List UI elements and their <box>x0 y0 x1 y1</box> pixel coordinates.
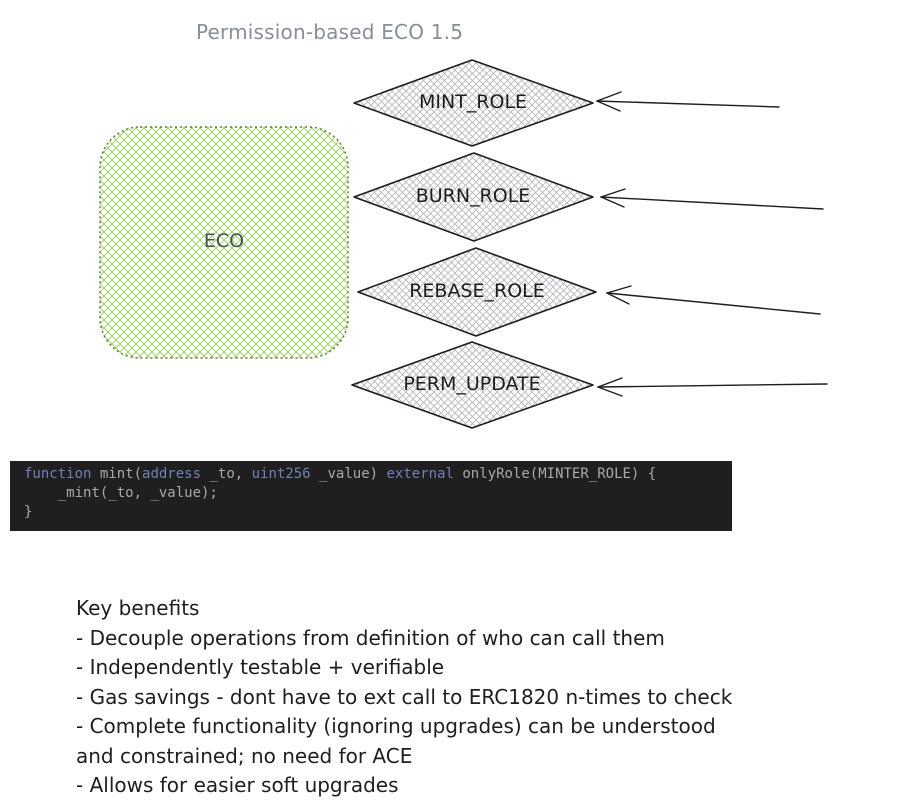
notes-line: - Decouple operations from definition of… <box>76 625 665 650</box>
notes-line: - Independently testable + verifiable <box>76 655 445 679</box>
perm-update-label: PERM_UPDATE <box>403 373 541 395</box>
arrow-to-burn-role[interactable] <box>600 188 824 210</box>
eco-box[interactable] <box>99 126 349 359</box>
code-line-3: } <box>24 504 33 520</box>
code-keyword-function: function <box>24 466 92 482</box>
code-text-value: _value) <box>310 466 387 482</box>
code-type-uint256: uint256 <box>251 466 311 482</box>
mint-role-label: MINT_ROLE <box>418 91 528 113</box>
rebase-role-label: REBASE_ROLE <box>409 280 545 302</box>
rebase-role-diamond[interactable] <box>357 247 597 337</box>
code-keyword-external: external <box>386 466 454 482</box>
code-text-mint: mint( <box>91 466 143 482</box>
notes-line: and constrained; no need for ACE <box>76 743 413 768</box>
notes-line: - Gas savings - dont have to ext call to… <box>76 684 733 709</box>
code-type-address: address <box>142 466 202 482</box>
key-benefits-notes: Key benefits - Decouple operations from … <box>76 594 732 801</box>
code-line-1: function mint(address _to, uint256 _valu… <box>24 465 718 484</box>
diagram-title: Permission-based ECO 1.5 <box>196 20 464 44</box>
notes-line: - Allows for easier soft upgrades <box>76 773 399 797</box>
notes-heading: Key benefits <box>76 596 200 620</box>
code-snippet[interactable]: function mint(address _to, uint256 _valu… <box>10 461 732 531</box>
arrow-to-rebase-role[interactable] <box>606 285 821 315</box>
eco-label: ECO <box>203 230 245 252</box>
mint-role-diamond[interactable] <box>353 59 594 147</box>
perm-update-diamond[interactable] <box>351 341 594 429</box>
burn-role-label: BURN_ROLE <box>415 185 531 207</box>
code-text-modifier: onlyRole(MINTER_ROLE) { <box>453 466 657 482</box>
notes-line: - Complete functionality (ignoring upgra… <box>76 714 716 738</box>
arrow-to-mint-role[interactable] <box>596 91 780 112</box>
code-line-2: _mint(_to, _value); <box>24 485 218 501</box>
burn-role-diamond[interactable] <box>353 152 594 242</box>
code-text-to: _to, <box>201 466 252 482</box>
arrow-to-perm-update[interactable] <box>597 377 828 397</box>
